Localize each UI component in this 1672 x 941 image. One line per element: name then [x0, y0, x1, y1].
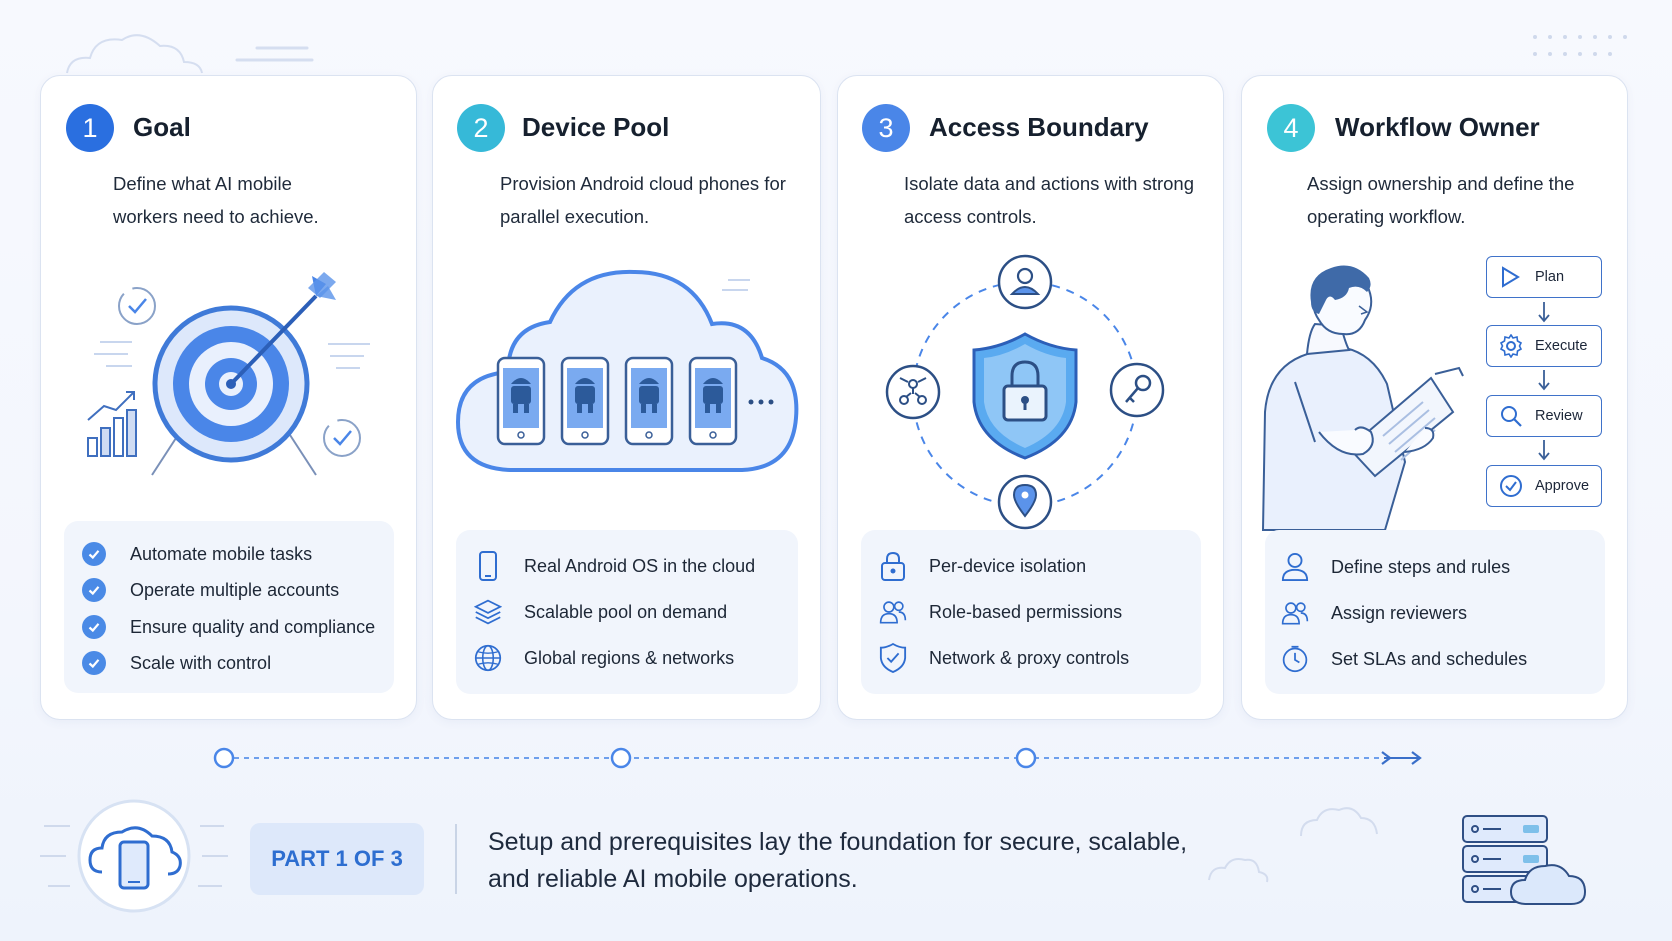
card-title: Workflow Owner [1335, 112, 1540, 142]
phone-icon [474, 551, 502, 581]
globe-icon [474, 644, 502, 672]
workflow-step-plan: Plan [1486, 256, 1602, 298]
feature-item: Per-device isolation [879, 551, 1086, 581]
feature-item: Scale with control [80, 649, 271, 677]
card-description: Assign ownership and define the operatin… [1307, 173, 1575, 227]
part-indicator-badge: PART 1 OF 3 [250, 823, 424, 895]
step-number-badge: 1 [66, 104, 114, 152]
card-title: Access Boundary [929, 112, 1149, 142]
shield-check-icon [879, 642, 907, 674]
feature-item: Operate multiple accounts [80, 576, 339, 604]
divider [455, 824, 457, 894]
location-pin-icon [997, 474, 1053, 530]
clock-icon [1281, 645, 1309, 673]
security-shield-icon [885, 254, 1165, 530]
target-icon [87, 272, 370, 476]
check-circle-icon [80, 613, 108, 641]
cloud-decoration-icon [66, 34, 314, 74]
feature-item: Define steps and rules [1281, 553, 1510, 581]
users-icon [879, 598, 907, 626]
feature-panel [456, 530, 798, 694]
feature-item: Global regions & networks [474, 644, 734, 672]
feature-item: Ensure quality and compliance [80, 613, 375, 641]
progress-timeline [213, 747, 1422, 769]
timeline-node [610, 747, 632, 769]
workflow-connector [1538, 302, 1550, 461]
card-title: Device Pool [522, 112, 670, 142]
card-title: Goal [133, 112, 191, 142]
arrow-right-icon [1411, 751, 1422, 765]
feature-panel [64, 521, 394, 693]
workflow-step-execute: Execute [1486, 325, 1602, 367]
user-icon [997, 254, 1053, 310]
timeline-node [1015, 747, 1037, 769]
feature-item: Set SLAs and schedules [1281, 645, 1527, 673]
server-cloud-icon [1208, 807, 1587, 905]
lock-icon [879, 551, 907, 581]
person-with-tablet-icon [1261, 265, 1464, 531]
check-circle-icon [80, 540, 108, 568]
users-icon [1281, 599, 1309, 627]
cloud-phone-icon [40, 799, 228, 913]
card-description: Provision Android cloud phones for paral… [500, 173, 786, 227]
feature-item: Real Android OS in the cloud [474, 551, 755, 581]
feature-item: Role-based permissions [879, 598, 1122, 626]
layers-icon [474, 598, 502, 626]
timeline-node [213, 747, 235, 769]
gear-icon [1499, 334, 1525, 358]
network-icon [885, 364, 941, 420]
feature-item: Assign reviewers [1281, 599, 1467, 627]
card-description: Isolate data and actions with strong acc… [904, 173, 1195, 227]
workflow-step-approve: Approve [1486, 465, 1602, 507]
feature-panel [1265, 530, 1605, 694]
step-number-badge: 4 [1267, 104, 1315, 152]
android-phone-icon [688, 356, 738, 446]
dots-decoration-icon [1533, 35, 1627, 56]
android-phone-icon [496, 356, 546, 446]
step-number-badge: 3 [862, 104, 910, 152]
key-icon [1109, 362, 1165, 418]
check-circle-icon [80, 649, 108, 677]
feature-item: Automate mobile tasks [80, 540, 312, 568]
workflow-step-review: Review [1486, 395, 1602, 437]
feature-panel [861, 530, 1201, 694]
feature-item: Scalable pool on demand [474, 598, 727, 626]
step-number-badge: 2 [457, 104, 505, 152]
android-phone-icon [560, 356, 610, 446]
check-circle-icon [80, 576, 108, 604]
summary-text: Setup and prerequisites lay the foundati… [488, 828, 1188, 893]
check-circle-icon [1499, 474, 1525, 498]
cloud-phones-icon [455, 269, 799, 472]
play-icon [1499, 266, 1525, 288]
search-icon [1499, 404, 1525, 428]
android-phone-icon [624, 356, 674, 446]
card-description: Define what AI mobile workers need to ac… [113, 173, 319, 227]
user-icon [1281, 553, 1309, 581]
feature-item: Network & proxy controls [879, 642, 1129, 674]
